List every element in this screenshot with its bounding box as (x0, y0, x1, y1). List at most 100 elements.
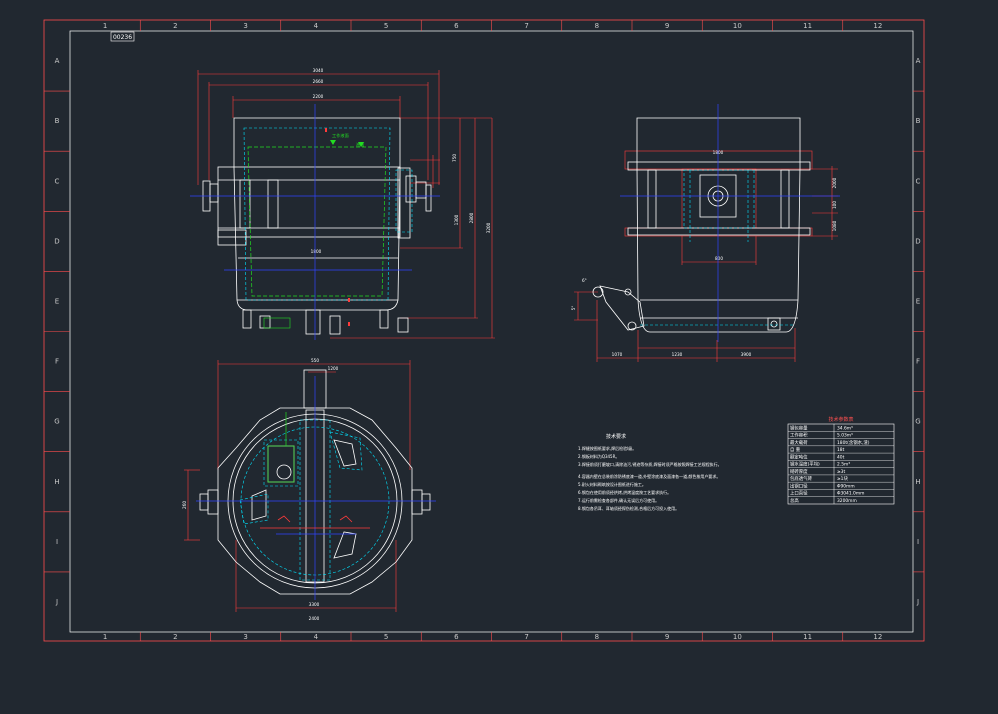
zone-row-label: I (56, 538, 58, 546)
side-dim-angle-a: 6° (582, 278, 587, 283)
zone-column-label: 1 (103, 633, 107, 641)
note-line-4: 4.容器内壁在总装前涂防锈底漆一道,外壁涂底漆及面漆各一道,颜色按用户要求。 (578, 473, 720, 479)
front-dim-overall: 3040 (313, 68, 324, 73)
table-row-value: 34.6m³ (837, 425, 853, 431)
zone-row-label: E (916, 297, 920, 305)
front-view-level-marks: 工作液面 液面 (330, 132, 364, 148)
note-line-1: 1.焊缝按图纸要求,焊后检验Ⅰ级。 (578, 445, 636, 451)
table-row-label: 额定吨位 (790, 453, 808, 460)
table-row-label: 包底透气砖 (790, 475, 813, 482)
table-row-label: 自 重 (790, 446, 801, 453)
table-row-value: 40t (837, 454, 845, 460)
table-row-label: 出钢口径 (790, 482, 808, 489)
table-row-label: 总高 (790, 497, 799, 504)
zone-row-label: B (916, 117, 921, 125)
zone-row-label: F (916, 358, 920, 366)
table-row-label: 最大载荷 (790, 439, 808, 446)
zone-column-label: 6 (454, 22, 459, 30)
front-view-dim-labels: 3040 2660 2200 1800 750 1300 2800 3200 (311, 68, 491, 254)
front-dim-total-height: 3200 (486, 222, 491, 233)
top-view-lining (267, 412, 295, 483)
zone-column-label: 10 (733, 633, 742, 641)
top-dim-e: 2400 (309, 616, 320, 621)
front-dim-height: 2800 (469, 212, 474, 223)
table-row-label: 工作容积 (790, 432, 808, 439)
top-dim-b: 1200 (328, 366, 339, 371)
note-line-5: 5.耐火材料砌筑按设计图纸进行施工。 (578, 481, 646, 487)
zone-row-label: C (916, 177, 921, 185)
zone-column-label: 2 (173, 22, 177, 30)
zone-column-label: 7 (524, 22, 528, 30)
front-view-hidden-lines (243, 127, 413, 329)
table-row-value: 3200mm (837, 498, 857, 504)
zone-column-label: 7 (524, 633, 528, 641)
side-dim-mid: 1230 (672, 352, 683, 357)
table-row-value: ≥1块 (837, 475, 848, 482)
front-dim-top: 2200 (313, 94, 324, 99)
side-dim-right: 3900 (741, 352, 752, 357)
drawing-number: 00236 (113, 34, 132, 41)
zone-column-label: 12 (873, 22, 882, 30)
table-row-label: 钢包容量 (790, 424, 808, 431)
zone-column-label: 4 (314, 22, 319, 30)
top-dim-c: 260 (182, 501, 187, 509)
zone-column-label: 5 (384, 633, 388, 641)
zone-row-label: A (916, 57, 921, 65)
front-dim-bottom: 1800 (311, 249, 322, 254)
zone-row-label: F (55, 358, 59, 366)
zone-column-label: 5 (384, 22, 388, 30)
zone-column-label: 1 (103, 22, 107, 30)
side-dim-angle-b: 5° (571, 306, 576, 311)
zone-row-label: J (916, 598, 919, 606)
top-view-red-marks (260, 515, 370, 529)
zone-column-label: 11 (803, 633, 812, 641)
side-view[interactable]: 1800 800 2000 100 1080 6° 5° 1070 1230 3… (571, 104, 840, 362)
note-line-8: 8.钢包各吊耳、耳轴须经探伤检测,合格后方可投入使用。 (578, 505, 679, 511)
table-row-value: ≥3t (837, 469, 845, 475)
side-view-centerlines (620, 104, 840, 342)
front-view-dimensions (197, 70, 495, 339)
zone-row-label: J (55, 598, 58, 606)
zone-column-label: 11 (803, 22, 812, 30)
zone-row-label: D (54, 237, 59, 245)
top-dim-a: 550 (311, 358, 319, 363)
front-view[interactable]: 3040 2660 2200 1800 750 1300 2800 3200 (190, 68, 495, 340)
front-dim-trunnion: 750 (452, 154, 457, 162)
zone-ticks (44, 20, 924, 641)
front-dim-trunnion-height: 1300 (454, 214, 459, 225)
note-line-7: 7.运行前需检查各部件,确认无误后方可使用。 (578, 497, 659, 503)
zone-row-label: B (55, 117, 60, 125)
top-view-dimensions (184, 360, 411, 612)
top-dim-d: 3300 (309, 602, 320, 607)
top-view-centerlines (196, 376, 436, 600)
zone-row-label: H (54, 478, 59, 486)
zone-row-label: I (917, 538, 919, 546)
top-view[interactable]: 550 1200 260 3300 2400 (182, 358, 436, 621)
zone-row-label: E (55, 297, 59, 305)
side-dim-c: 1080 (832, 220, 837, 231)
zone-row-label: H (915, 478, 920, 486)
table-row-value: 5.03m³ (837, 433, 853, 439)
side-dim-b: 100 (832, 201, 837, 209)
note-line-2: 2.钢板材料为Q345R。 (578, 453, 619, 459)
zone-row-label: C (55, 177, 60, 185)
table-row-label: 钢水温度(平均) (790, 461, 820, 468)
zone-column-label: 2 (173, 633, 177, 641)
note-line-6: 6.钢包在使用前须经烘烤,烘烤温度按工艺要求执行。 (578, 489, 671, 495)
zone-column-label: 9 (665, 22, 669, 30)
zone-column-label: 8 (595, 633, 599, 641)
front-level-liquid: 液面 (356, 141, 364, 148)
table-row-value: 2.5m³ (837, 462, 850, 468)
side-dim-left: 1070 (612, 352, 623, 357)
front-view-magenta-marks (325, 128, 350, 326)
front-dim-body: 2660 (313, 79, 324, 84)
zone-column-label: 3 (243, 22, 247, 30)
table-row-value: Φ3041.0mm (837, 491, 864, 497)
table-row-label: 上口直径 (790, 490, 808, 497)
zone-row-label: D (915, 237, 920, 245)
